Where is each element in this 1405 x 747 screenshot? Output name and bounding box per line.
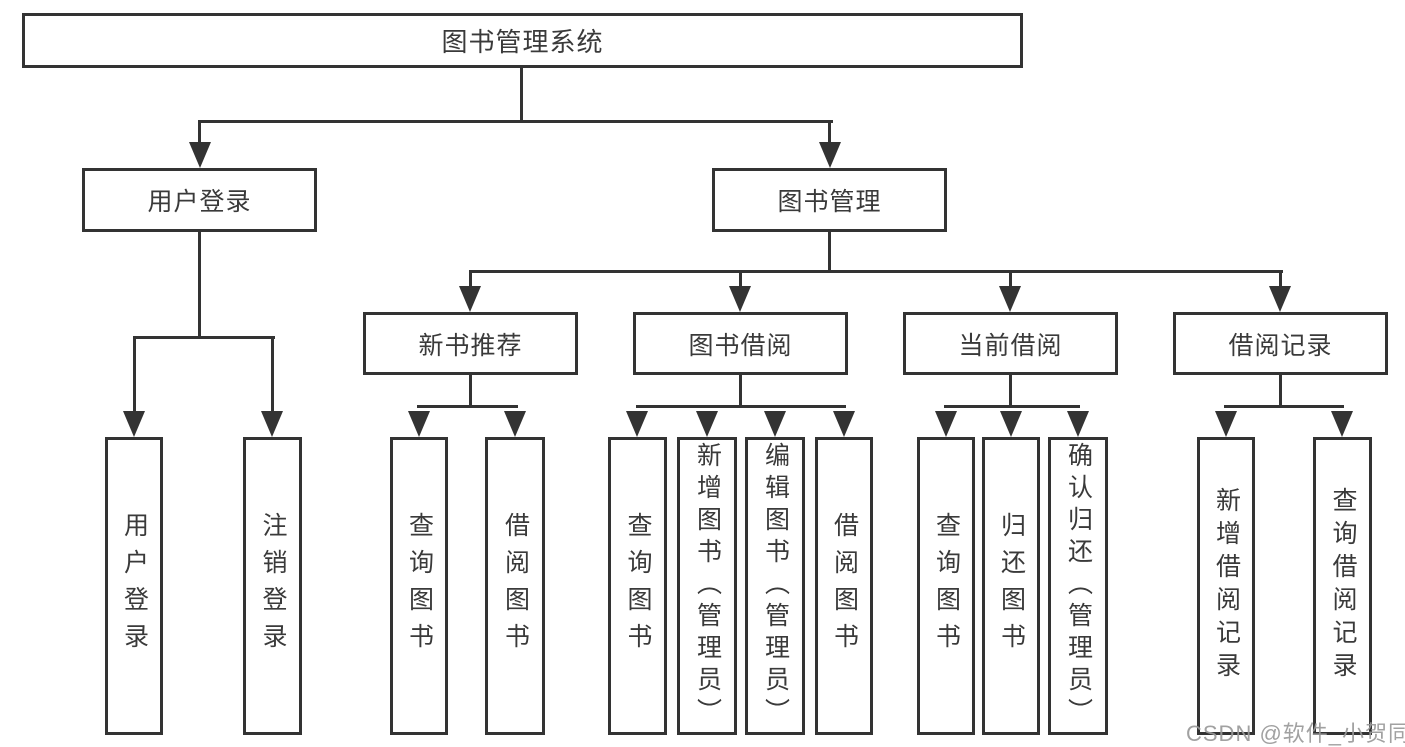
connector-user-login-rail xyxy=(133,336,275,339)
node-borrowing-records: 借阅记录 xyxy=(1173,312,1388,375)
leaf-query-books-recommend: 查询图书 xyxy=(390,437,448,735)
node-library-system: 图书管理系统 xyxy=(22,13,1023,68)
node-new-book-recommend: 新书推荐 xyxy=(363,312,578,375)
arrow-down-icon xyxy=(999,286,1021,312)
connector-to-level3 xyxy=(469,270,472,290)
connector-to-level3 xyxy=(739,270,742,290)
connector-current-borrowing-rail xyxy=(944,405,1080,408)
csdn-watermark: CSDN @软件_小贺同学 xyxy=(1186,721,1405,746)
connector-book-management-stem xyxy=(828,232,831,273)
arrow-down-icon xyxy=(408,411,430,437)
leaf-edit-book-admin: 编辑图书（管理员） xyxy=(745,437,805,735)
leaf-query-borrow-record: 查询借阅记录 xyxy=(1313,437,1372,735)
arrow-down-icon xyxy=(1067,411,1089,437)
connector-to-book-management xyxy=(828,120,831,148)
connector-to-user-login xyxy=(198,120,201,148)
leaf-query-books-current: 查询图书 xyxy=(917,437,975,735)
arrow-down-icon xyxy=(764,411,786,437)
connector-new-book-stem xyxy=(469,375,472,408)
node-current-borrowing: 当前借阅 xyxy=(903,312,1118,375)
arrow-down-icon xyxy=(1269,286,1291,312)
leaf-logout: 注销登录 xyxy=(243,437,302,735)
connector-book-borrowing-stem xyxy=(739,375,742,408)
leaf-borrow-books: 借阅图书 xyxy=(815,437,873,735)
connector-to-leaf xyxy=(133,336,136,414)
leaf-user-login: 用户登录 xyxy=(105,437,163,735)
leaf-query-books-borrowing: 查询图书 xyxy=(608,437,667,735)
arrow-down-icon xyxy=(819,142,841,168)
arrow-down-icon xyxy=(833,411,855,437)
arrow-down-icon xyxy=(189,142,211,168)
arrow-down-icon xyxy=(1000,411,1022,437)
arrow-down-icon xyxy=(459,286,481,312)
connector-borrowing-records-rail xyxy=(1224,405,1344,408)
arrow-down-icon xyxy=(696,411,718,437)
connector-new-book-rail xyxy=(417,405,518,408)
leaf-add-book-admin: 新增图书（管理员） xyxy=(677,437,737,735)
arrow-down-icon xyxy=(261,411,283,437)
arrow-down-icon xyxy=(1215,411,1237,437)
arrow-down-icon xyxy=(1331,411,1353,437)
node-user-login: 用户登录 xyxy=(82,168,317,232)
leaf-add-borrow-record: 新增借阅记录 xyxy=(1197,437,1255,735)
connector-user-login-stem xyxy=(198,232,201,339)
connector-level3-rail xyxy=(469,270,1283,273)
connector-borrowing-records-stem xyxy=(1279,375,1282,408)
arrow-down-icon xyxy=(935,411,957,437)
arrow-down-icon xyxy=(626,411,648,437)
leaf-return-books: 归还图书 xyxy=(982,437,1040,735)
arrow-down-icon xyxy=(504,411,526,437)
connector-to-level3 xyxy=(1009,270,1012,290)
connector-root-stem xyxy=(520,68,523,122)
connector-to-level3 xyxy=(1279,270,1282,290)
leaf-borrow-books-recommend: 借阅图书 xyxy=(485,437,545,735)
connector-current-borrowing-stem xyxy=(1009,375,1012,408)
node-book-management: 图书管理 xyxy=(712,168,947,232)
connector-root-rail xyxy=(198,120,833,123)
connector-to-leaf xyxy=(271,336,274,414)
arrow-down-icon xyxy=(123,411,145,437)
leaf-confirm-return-admin: 确认归还（管理员） xyxy=(1048,437,1108,735)
arrow-down-icon xyxy=(729,286,751,312)
connector-book-borrowing-rail xyxy=(636,405,846,408)
node-book-borrowing: 图书借阅 xyxy=(633,312,848,375)
